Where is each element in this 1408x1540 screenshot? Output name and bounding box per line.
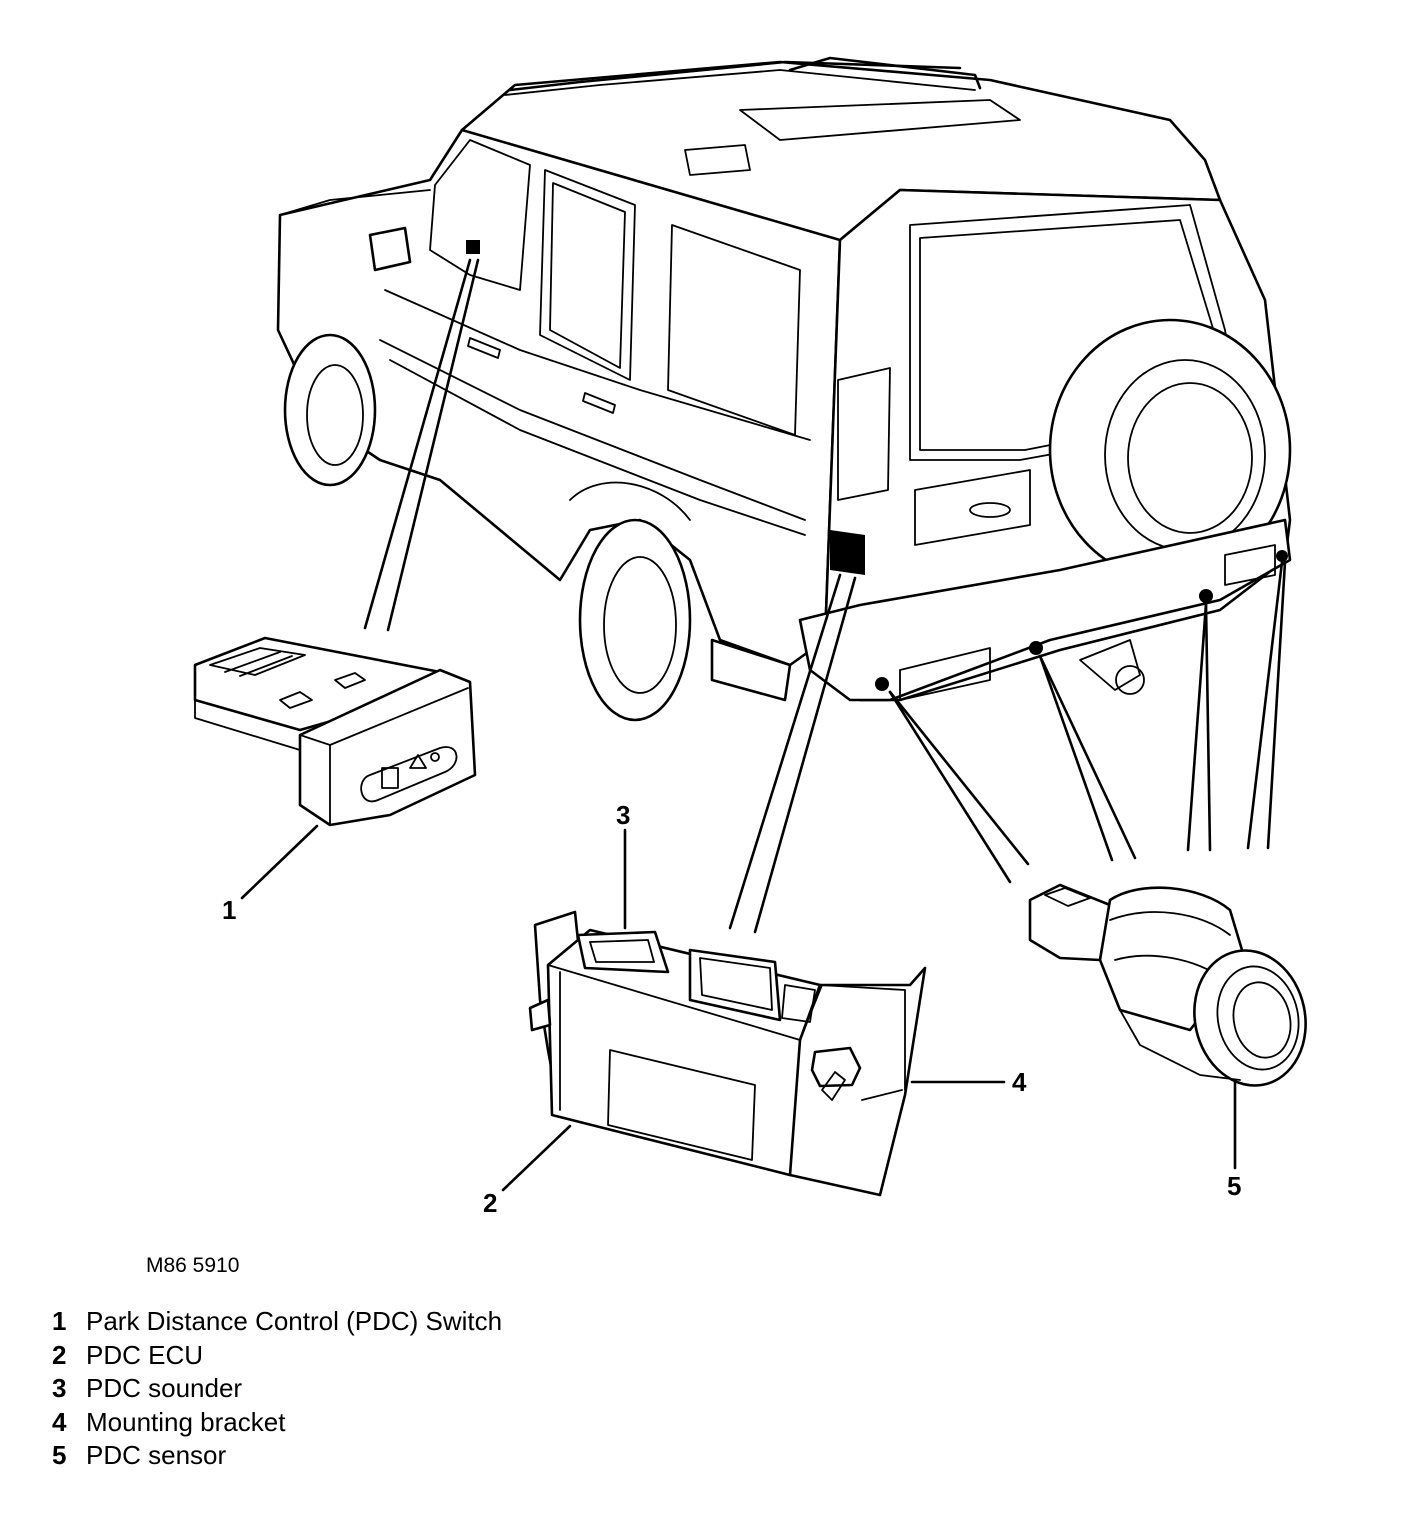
sensor-hole-icon bbox=[1029, 641, 1043, 655]
sensor-hole-icon bbox=[1276, 550, 1288, 562]
figure-reference: M86 5910 bbox=[146, 1254, 240, 1277]
legend-number: 2 bbox=[52, 1339, 67, 1370]
switch-location-icon bbox=[466, 240, 480, 254]
legend-item: 4 Mounting bracket bbox=[52, 1406, 502, 1440]
callout-1: 1 bbox=[222, 895, 236, 925]
ecu-location-icon bbox=[830, 530, 865, 575]
pdc-switch-illustration bbox=[193, 636, 477, 900]
legend-label: Mounting bracket bbox=[86, 1406, 286, 1437]
vehicle-illustration bbox=[276, 56, 1292, 722]
pdc-ecu-illustration bbox=[501, 828, 1006, 1197]
legend-number: 4 bbox=[52, 1406, 67, 1437]
callout-2: 2 bbox=[483, 1188, 497, 1218]
legend-item: 5 PDC sensor bbox=[52, 1439, 502, 1473]
legend-number: 3 bbox=[52, 1373, 67, 1403]
leader-lines bbox=[363, 258, 1287, 934]
legend-number: 5 bbox=[52, 1440, 67, 1470]
pdc-sensor-illustration bbox=[1028, 883, 1307, 1170]
legend-label: PDC sensor bbox=[86, 1440, 227, 1470]
legend-number: 1 bbox=[52, 1306, 67, 1336]
legend-label: PDC ECU bbox=[86, 1339, 204, 1370]
legend: 1 Park Distance Control (PDC) Switch 2 P… bbox=[52, 1305, 502, 1473]
legend-item: 1 Park Distance Control (PDC) Switch bbox=[52, 1305, 502, 1339]
callout-3: 3 bbox=[616, 800, 630, 830]
legend-item: 2 PDC ECU bbox=[52, 1339, 502, 1373]
sensor-hole-icon bbox=[875, 677, 889, 691]
callout-4: 4 bbox=[1012, 1067, 1027, 1097]
callout-5: 5 bbox=[1227, 1171, 1241, 1201]
sensor-hole-icon bbox=[1199, 589, 1213, 603]
legend-label: PDC sounder bbox=[86, 1373, 243, 1403]
legend-label: Park Distance Control (PDC) Switch bbox=[86, 1306, 503, 1336]
legend-item: 3 PDC sounder bbox=[52, 1372, 502, 1406]
